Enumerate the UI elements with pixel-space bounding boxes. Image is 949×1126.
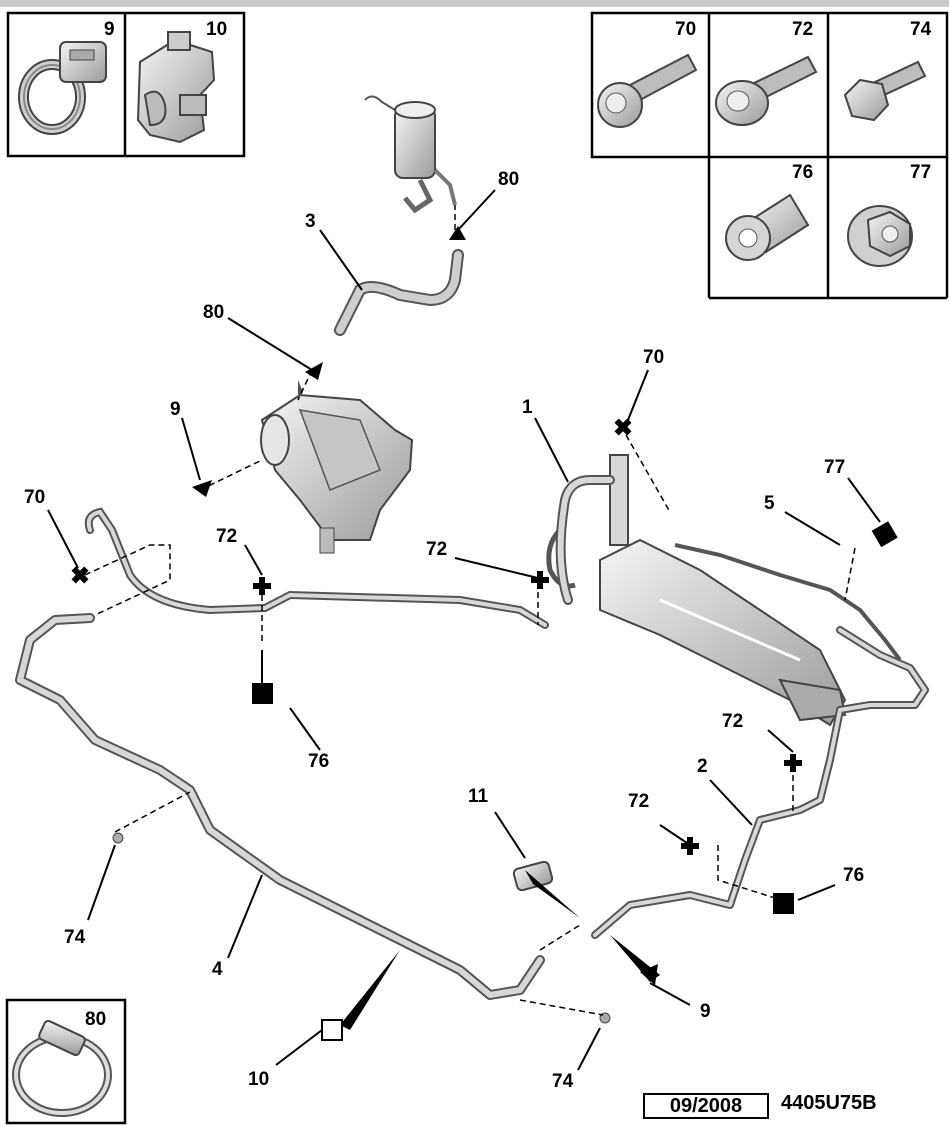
inset-number-77: 77	[910, 162, 932, 183]
cross-marker-70-left	[71, 566, 89, 584]
callout-9-upper: 9	[170, 399, 181, 420]
callout-80-lower: 80	[203, 302, 225, 323]
callout-74-left: 74	[64, 927, 86, 948]
spacer-sleeve-part	[725, 193, 810, 261]
cross-marker-72-a	[253, 577, 271, 595]
callout-76-left: 76	[308, 751, 330, 772]
callout-72-right-lower: 72	[628, 791, 650, 812]
inset-number-76: 76	[792, 162, 814, 183]
open-square-marker-10	[321, 1019, 343, 1041]
inset-box-top-left	[6, 11, 246, 158]
wedge-marker-11	[525, 870, 580, 918]
callout-10: 10	[248, 1069, 270, 1090]
inset-box-top-right	[590, 11, 949, 300]
inset-number-80: 80	[85, 1009, 107, 1030]
callout-76-right: 76	[843, 865, 865, 886]
callout-9-lower: 9	[700, 1001, 711, 1022]
callout-3: 3	[305, 211, 316, 232]
bolt-74-left	[112, 832, 124, 844]
callout-77: 77	[824, 457, 846, 478]
retaining-clip-part	[136, 31, 216, 144]
worm-clamp-part	[12, 1019, 112, 1117]
steering-rack	[546, 454, 847, 727]
inset-number-10: 10	[206, 19, 228, 40]
fluid-reservoir	[364, 95, 457, 214]
cooler-pipe-4	[15, 613, 545, 1000]
thin-line-5	[674, 543, 902, 662]
power-steering-pump	[260, 380, 414, 554]
callout-72-right-upper: 72	[722, 711, 744, 732]
callout-72-mid: 72	[426, 539, 448, 560]
pump-feed-hose	[84, 507, 549, 629]
cross-marker-72-c	[784, 754, 802, 772]
callout-1: 1	[522, 397, 533, 418]
sleeve-part-11	[512, 860, 554, 892]
callout-5: 5	[764, 493, 775, 514]
inset-box-bottom-left	[5, 998, 127, 1125]
wedge-marker-10	[340, 950, 400, 1030]
flange-bolt-part	[715, 55, 818, 126]
triangle-marker-9-upper	[192, 480, 212, 497]
callout-2: 2	[697, 756, 708, 777]
callout-80-upper: 80	[498, 169, 520, 190]
inset-number-70: 70	[675, 19, 697, 40]
triangle-marker-80-upper	[449, 226, 466, 240]
square-marker-77	[871, 521, 898, 548]
diagram-date: 09/2008	[643, 1093, 769, 1119]
inset-number-74: 74	[910, 19, 932, 40]
callout-70-left: 70	[24, 487, 46, 508]
wedge-marker-9	[610, 935, 660, 982]
torx-bolt-part	[597, 53, 698, 128]
markers	[71, 226, 898, 1041]
cross-marker-70-right	[614, 418, 632, 436]
top-bar	[0, 0, 949, 7]
leader-lines	[47, 189, 881, 1071]
square-marker-76-right	[773, 893, 794, 914]
hex-bolt-part	[843, 60, 927, 122]
flange-nut-part	[847, 205, 913, 267]
square-marker-76-left	[252, 683, 273, 704]
callout-72-left: 72	[216, 526, 238, 547]
diagram-reference: 4405U75B	[781, 1092, 877, 1114]
callout-11: 11	[468, 786, 489, 807]
callout-74-bottom: 74	[552, 1071, 574, 1092]
inset-number-72: 72	[792, 19, 814, 40]
inset-number-9: 9	[104, 19, 115, 40]
cross-marker-72-d	[681, 837, 699, 855]
hose-clamp-part	[18, 41, 107, 135]
triangle-marker-80-lower	[305, 362, 323, 380]
callout-4: 4	[212, 959, 223, 980]
callout-70-right: 70	[643, 347, 665, 368]
cross-marker-72-b	[531, 571, 549, 589]
